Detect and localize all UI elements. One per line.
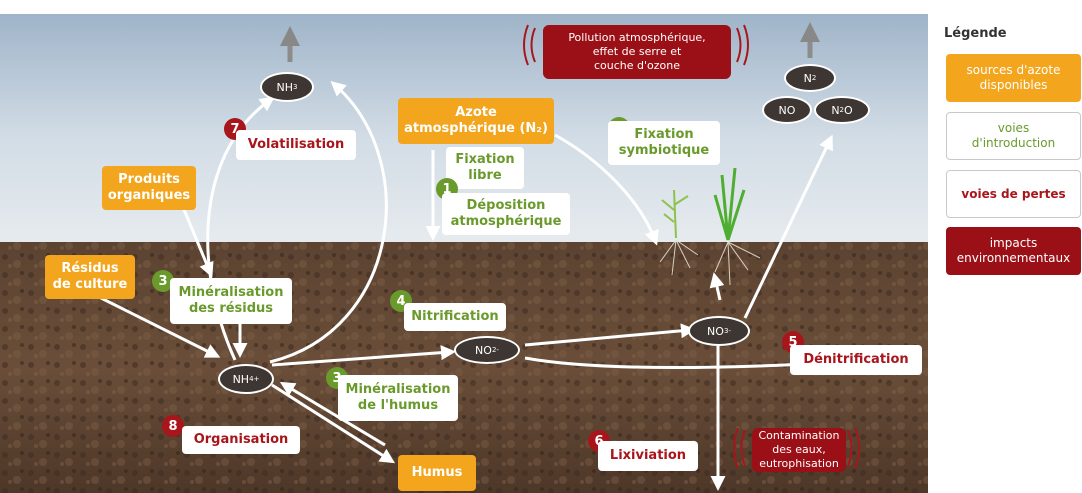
label-nitrification: Nitrification: [404, 303, 506, 331]
label-mineralisation-humus: Minéralisation de l'humus: [338, 375, 458, 421]
step-8-badge: 8: [162, 415, 184, 437]
no-molecule: NO: [762, 96, 812, 124]
source-produits-organiques: Produits organiques: [102, 166, 196, 210]
source-residus-de-culture: Résidus de culture: [45, 255, 135, 299]
legend-losses: voies de pertes: [946, 170, 1081, 218]
legend: Légende sources d'azote disponibles voie…: [938, 20, 1082, 285]
legend-introduction: voies d'introduction: [946, 112, 1081, 160]
source-azote-atmospherique: Azote atmosphérique (N₂): [398, 98, 554, 144]
legend-title: Légende: [944, 26, 1007, 41]
legend-sources: sources d'azote disponibles: [946, 54, 1081, 102]
label-mineralisation-residus: Minéralisation des résidus: [170, 278, 292, 324]
label-volatilisation: Volatilisation: [236, 130, 356, 160]
label-fixation-symbiotique: Fixation symbiotique: [608, 121, 720, 165]
step-3a-badge: 3: [152, 270, 174, 292]
impact-pollution-atmospherique: Pollution atmosphérique, effet de serre …: [543, 25, 731, 79]
label-fixation-libre: Fixation libre: [446, 147, 524, 189]
label-denitrification: Dénitrification: [790, 345, 922, 375]
impact-contamination-eaux: Contamination des eaux, eutrophisation: [752, 428, 846, 472]
label-organisation: Organisation: [182, 426, 300, 454]
label-deposition-atmospherique: Déposition atmosphérique: [442, 193, 570, 235]
legend-impacts: impacts environnementaux: [946, 227, 1081, 275]
label-lixiviation: Lixiviation: [598, 441, 698, 471]
source-humus: Humus: [398, 455, 476, 491]
